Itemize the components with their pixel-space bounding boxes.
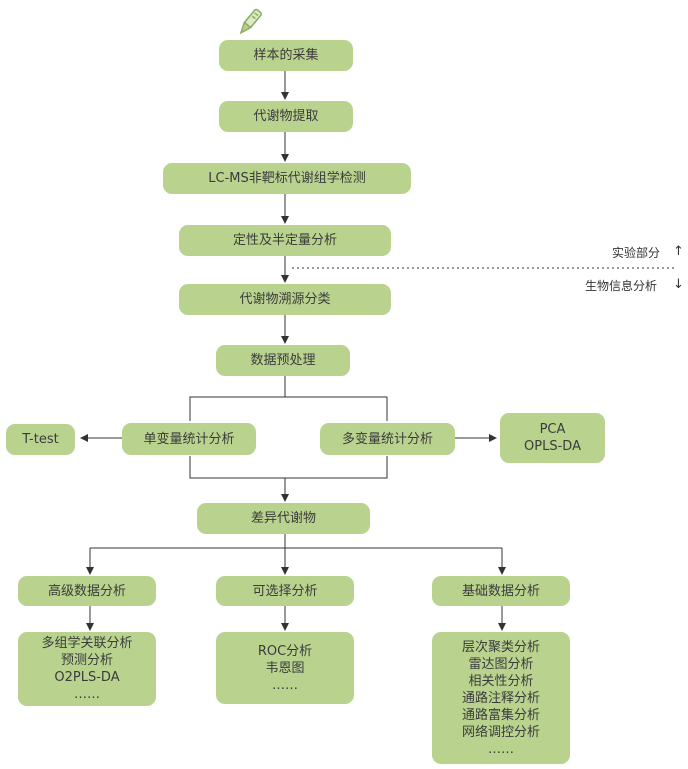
node-optional-analysis: 可选择分析 [216, 576, 354, 606]
item-label: …… [74, 687, 100, 702]
node-label: T-test [22, 432, 59, 447]
node-differential-metabolites: 差异代谢物 [197, 503, 370, 534]
node-label: 可选择分析 [252, 583, 318, 599]
node-optional-items: ROC分析 韦恩图 …… [216, 632, 354, 704]
item-label: …… [272, 677, 298, 693]
node-basic-items: 层次聚类分析 雷达图分析 相关性分析 通路注释分析 通路富集分析 网络调控分析 … [432, 632, 570, 764]
item-label: 通路富集分析 [461, 707, 540, 723]
item-label: 层次聚类分析 [461, 639, 540, 655]
item-label: 通路注释分析 [461, 690, 540, 706]
node-lcms-detection: LC-MS非靶标代谢组学检测 [163, 163, 411, 194]
item-label: 相关性分析 [468, 673, 534, 689]
arrow-up-icon: ↑ [673, 244, 684, 259]
item-label: O2PLS-DA [54, 670, 120, 685]
node-qualitative-quant: 定性及半定量分析 [179, 225, 391, 256]
label-bioinformatics: 生物信息分析 [585, 279, 658, 293]
pen-icon [239, 8, 263, 35]
node-label: 差异代谢物 [250, 511, 316, 526]
item-label: ROC分析 [257, 643, 313, 659]
item-label: 网络调控分析 [461, 724, 540, 740]
item-label: 韦恩图 [265, 660, 305, 676]
node-metabolite-extraction: 代谢物提取 [219, 101, 353, 132]
node-advanced-analysis: 高级数据分析 [18, 576, 156, 606]
node-multivariate: 多变量统计分析 [320, 423, 455, 455]
node-pca-oplsda: PCA OPLS-DA [500, 413, 605, 463]
label-experimental: 实验部分 [612, 246, 661, 260]
node-label: 高级数据分析 [47, 583, 126, 599]
node-label: 数据预处理 [250, 353, 316, 368]
node-label: 样本的采集 [253, 48, 319, 63]
bracket-bottom [189, 456, 388, 479]
item-label: 雷达图分析 [468, 656, 534, 672]
node-label: LC-MS非靶标代谢组学检测 [208, 171, 366, 186]
node-label: 多变量统计分析 [341, 431, 433, 447]
node-metabolite-traceability: 代谢物溯源分类 [179, 284, 391, 315]
item-label: …… [488, 741, 514, 757]
node-label: 代谢物提取 [253, 109, 319, 124]
node-label-line: OPLS-DA [524, 439, 581, 454]
node-univariate: 单变量统计分析 [122, 423, 256, 455]
item-label: 预测分析 [60, 653, 113, 668]
node-label: 代谢物溯源分类 [239, 292, 331, 307]
node-data-preprocessing: 数据预处理 [216, 345, 350, 376]
bracket-top [189, 396, 388, 421]
arrow-down-icon: ↓ [673, 277, 684, 292]
node-basic-analysis: 基础数据分析 [432, 576, 570, 606]
item-label: 多组学关联分析 [41, 636, 133, 651]
node-label: 基础数据分析 [461, 583, 540, 599]
node-advanced-items: 多组学关联分析 预测分析 O2PLS-DA …… [18, 632, 156, 706]
node-ttest: T-test [6, 424, 75, 455]
node-label-line: PCA [539, 422, 566, 437]
node-label: 定性及半定量分析 [232, 233, 337, 248]
node-sample-collection: 样本的采集 [219, 40, 353, 71]
node-label: 单变量统计分析 [143, 431, 235, 447]
